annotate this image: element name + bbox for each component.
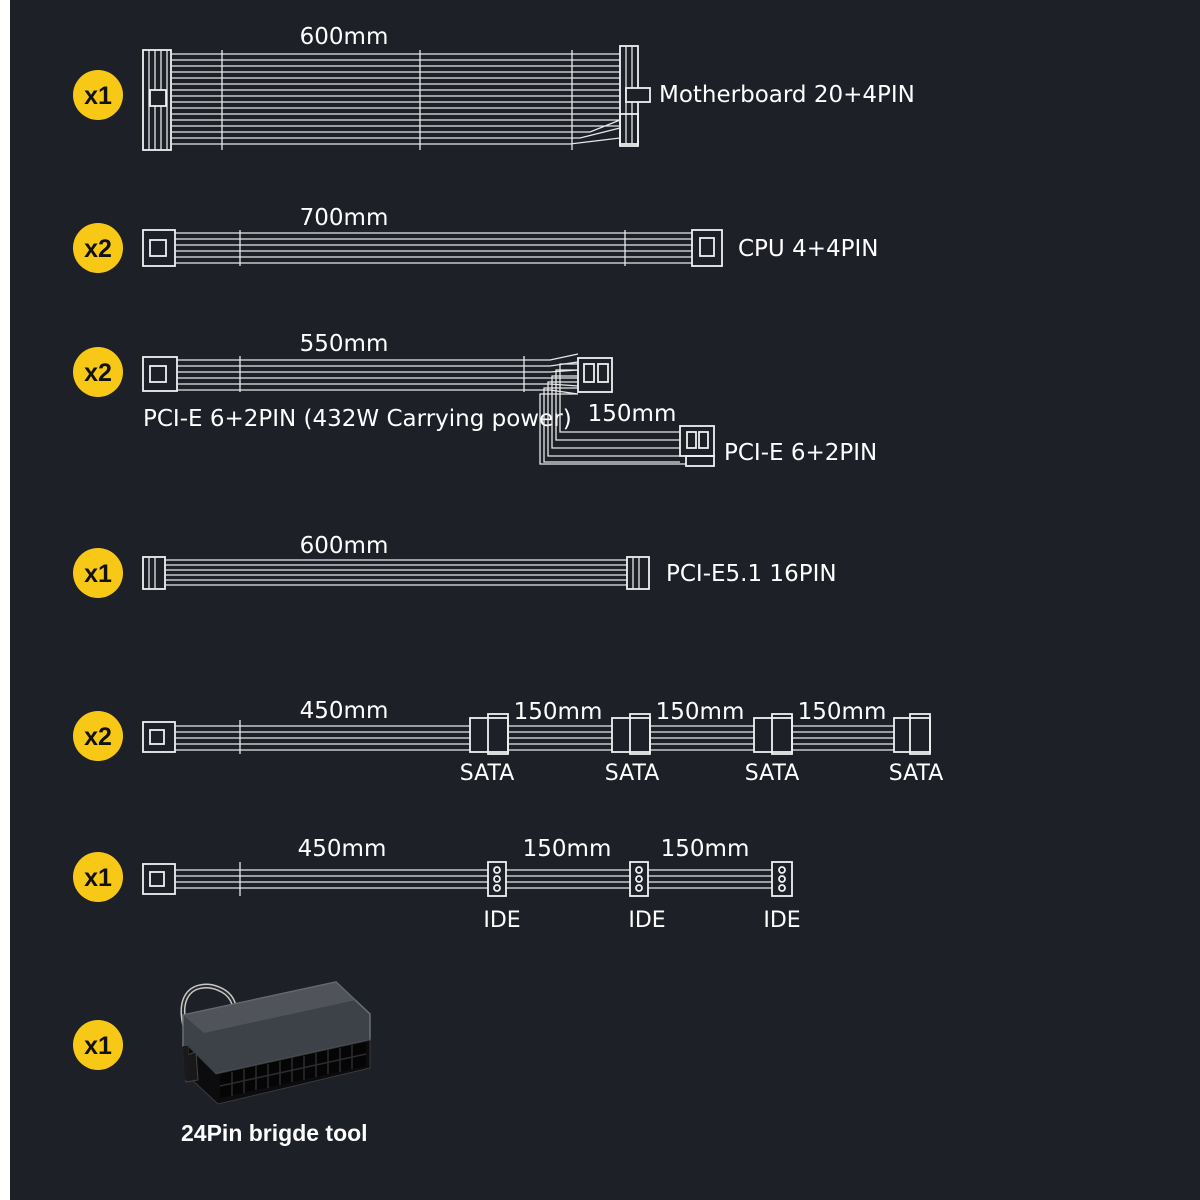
atx-24pin-connector-left	[142, 49, 172, 151]
connector-label: SATA	[889, 761, 944, 786]
molex-connector	[487, 861, 507, 897]
segment-length-label: 150mm	[656, 699, 745, 725]
cable-row-ide: x1 450mm 150mm 150mm IDE IDE IDE	[73, 836, 801, 933]
qty-badge: x2	[73, 223, 123, 273]
connector-label: IDE	[483, 908, 520, 933]
segment-length-label: 150mm	[798, 699, 887, 725]
connector-label: IDE	[628, 908, 665, 933]
sata-connector	[611, 713, 651, 755]
ide-psu-connector	[142, 863, 176, 895]
length-label: 450mm	[300, 698, 389, 724]
branch-label: PCI-E 6+2PIN	[724, 440, 877, 466]
cable-row-motherboard: x1 600mm Motherboard 20+4PIN	[73, 24, 915, 151]
pcie-branch-connector	[679, 425, 715, 467]
connector-label: SATA	[605, 761, 660, 786]
molex-connector	[771, 861, 793, 897]
svg-text:x2: x2	[84, 359, 112, 387]
connector-label: SATA	[745, 761, 800, 786]
sata-connector	[753, 713, 793, 755]
length-label: 600mm	[300, 24, 389, 50]
cable-bundle	[171, 50, 621, 150]
pcie-connector-right	[577, 357, 613, 393]
qty-badge: x1	[73, 70, 123, 120]
svg-text:x1: x1	[84, 864, 112, 892]
branch-wires	[539, 363, 686, 465]
qty-badge: x1	[73, 852, 123, 902]
sata-connector	[893, 713, 931, 755]
length-label: 550mm	[300, 331, 389, 357]
svg-text:x1: x1	[84, 1032, 112, 1060]
cable-bundle	[175, 230, 692, 266]
qty-badge: x2	[73, 711, 123, 761]
cable-row-sata: x2 450mm 150mm 150mm 150mm SATA SATA SAT…	[73, 698, 943, 786]
length-label: 450mm	[298, 836, 387, 862]
ide-cable	[175, 862, 772, 896]
qty-badge: x1	[73, 548, 123, 598]
svg-text:x2: x2	[84, 723, 112, 751]
bridge-tool-label: 24Pin brigde tool	[181, 1120, 368, 1146]
cable-row-pcie-6-2: x2 550mm PCI-E 6+2PIN (432W Carrying pow…	[73, 331, 877, 467]
svg-text:x1: x1	[84, 560, 112, 588]
svg-text:x2: x2	[84, 235, 112, 263]
molex-connector	[629, 861, 649, 897]
branch-length-label: 150mm	[588, 401, 677, 427]
segment-length-label: 150mm	[661, 836, 750, 862]
pcie-connector-left	[142, 356, 178, 392]
cable-row-pcie5-16pin: x1 600mm PCI-E5.1 16PIN	[73, 533, 837, 598]
qty-badge: x2	[73, 347, 123, 397]
cable-label: CPU 4+4PIN	[738, 236, 878, 262]
qty-badge: x1	[73, 1020, 123, 1070]
segment-length-label: 150mm	[514, 699, 603, 725]
cpu-connector-left	[142, 229, 176, 267]
connector-label: IDE	[763, 908, 800, 933]
bridge-tool-image	[180, 981, 371, 1105]
cable-label: PCI-E 6+2PIN (432W Carrying power)	[143, 406, 572, 432]
cable-bundle	[177, 353, 579, 395]
length-label: 700mm	[300, 205, 389, 231]
cpu-connector-right	[691, 229, 723, 267]
svg-text:x1: x1	[84, 82, 112, 110]
connector-label: SATA	[460, 761, 515, 786]
sata-cable	[175, 720, 894, 754]
length-label: 600mm	[300, 533, 389, 559]
cable-label: PCI-E5.1 16PIN	[666, 561, 837, 587]
cable-label: Motherboard 20+4PIN	[659, 82, 915, 108]
12vhpwr-connector-right	[626, 556, 650, 590]
atx-24pin-connector-right	[619, 45, 651, 147]
cable-bundle	[165, 559, 627, 586]
bridge-tool-row: x1 24Pin brigde tool	[73, 981, 371, 1146]
12vhpwr-connector-left	[142, 556, 166, 590]
segment-length-label: 150mm	[523, 836, 612, 862]
accessory-panel	[10, 0, 1200, 1200]
sata-connector	[469, 713, 509, 755]
sata-psu-connector	[142, 721, 176, 753]
cable-row-cpu: x2 700mm CPU 4+4PIN	[73, 205, 878, 273]
